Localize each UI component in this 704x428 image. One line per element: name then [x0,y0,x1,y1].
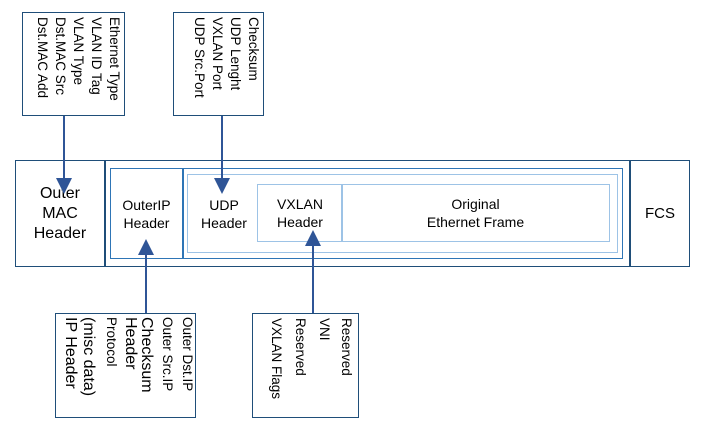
vxlan-callout: VXLAN Flags Reserved VNI Reserved [252,313,359,418]
divider [104,160,106,267]
divider [182,168,184,259]
outer-mac-line: Header [33,224,87,242]
vxlan-packet [257,184,610,242]
vxlan-header: VXLAN Header [259,186,341,240]
outer-ip-packet [110,168,623,259]
udp-callout: Checksum UDP Lenght VXLAN Port UDP Src.P… [173,12,264,116]
ethernet-callout: Ethernet Type VLAN ID Tag VLAN Type Dst.… [22,12,125,116]
udp-header: UDP Header [192,174,256,253]
original-line: Ethernet Frame [426,214,525,230]
divider [341,184,343,242]
original-line: Original [451,196,500,212]
vxlan-line: VXLAN [277,196,323,212]
fcs-label: FCS [645,205,675,222]
ip-callout: IP Header (misc data) Protocol Header Ch… [55,313,196,418]
fcs-cell: FCS [630,160,690,267]
original-ethernet-frame: Original Ethernet Frame [343,186,608,240]
udp-line: Header [201,214,247,231]
outer-frame [15,160,690,267]
outer-mac-line: MAC [42,204,78,222]
divider [629,160,631,267]
outer-ip-line: Header [123,214,170,231]
vxlan-line: Header [277,214,323,230]
outer-ip-header: OuterIP Header [110,168,183,259]
outer-ip-line: OuterIP [122,196,171,213]
udp-datagram [187,174,618,253]
udp-line: UDP [209,196,239,213]
